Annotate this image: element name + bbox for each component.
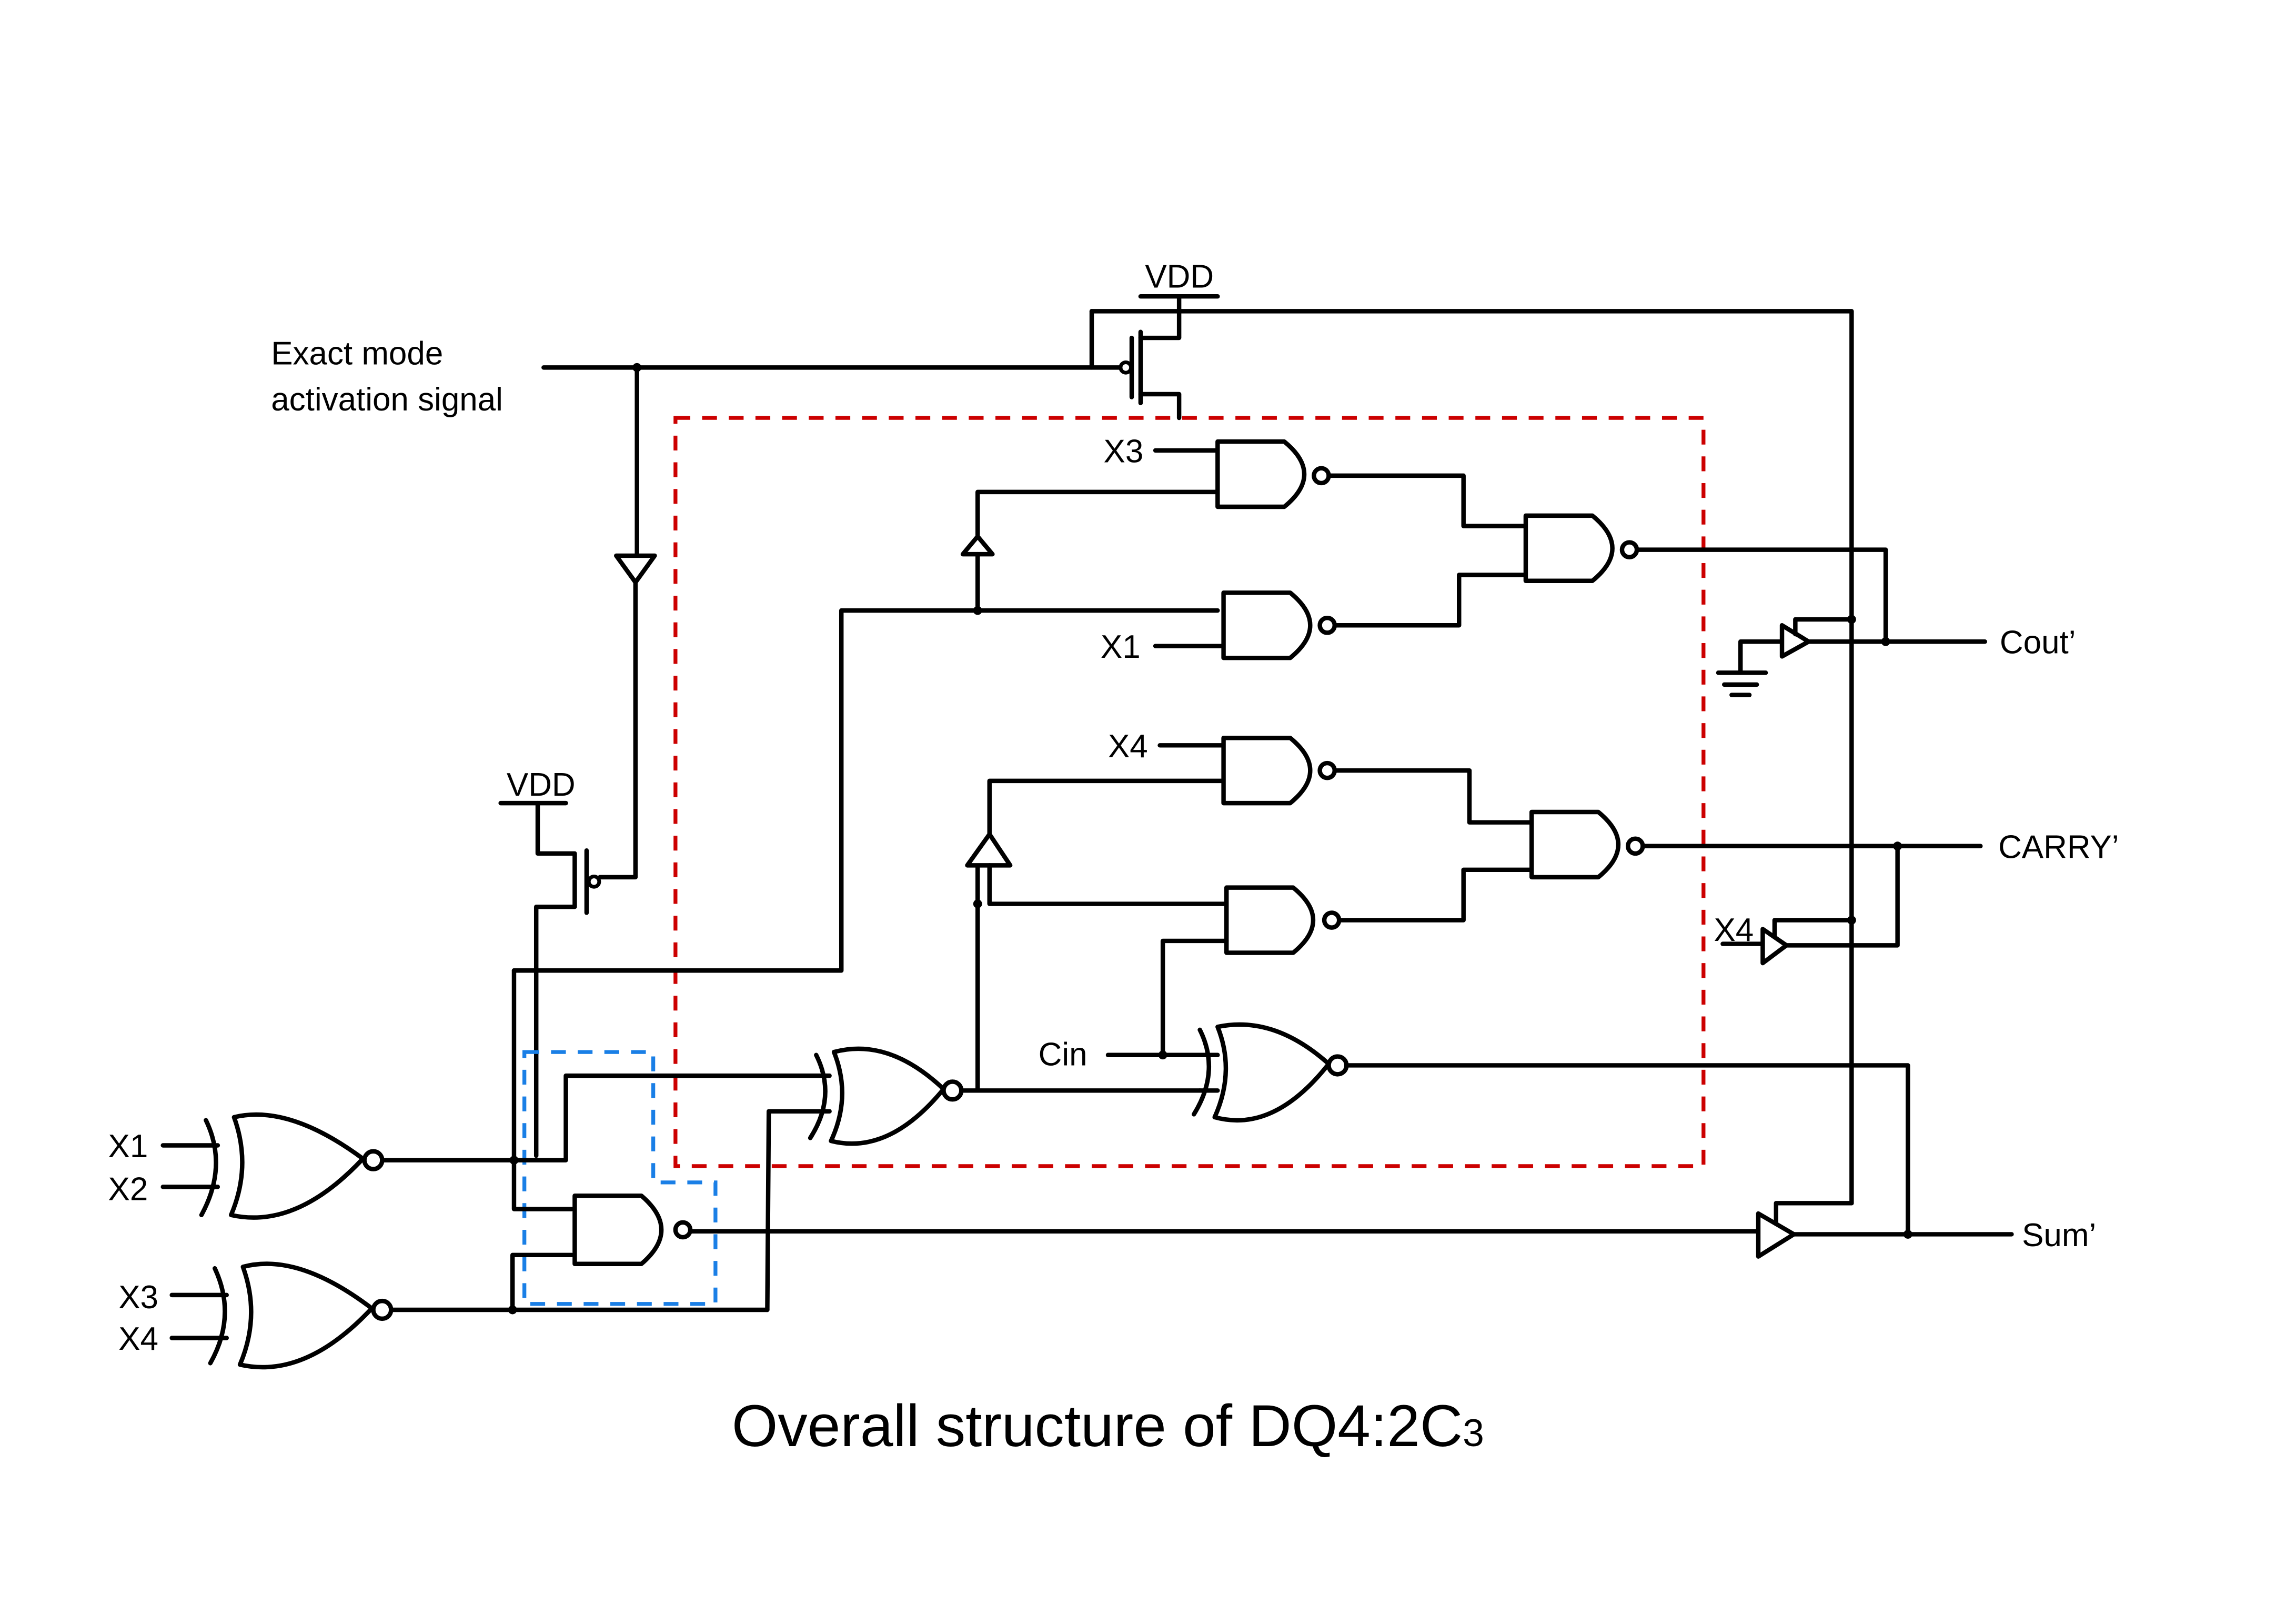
exact-mode-wire <box>541 363 1122 558</box>
tristate-buffer-carry <box>1720 841 1902 966</box>
pmos-transistor-top <box>1089 294 1854 1206</box>
routing-wires-left <box>508 608 1220 1315</box>
x4-tristate-label: X4 <box>1714 912 1754 948</box>
sum-output-label: Sum’ <box>2022 1217 2096 1254</box>
buffer-up-icon-2 <box>965 778 1229 906</box>
approx-region-box <box>522 1050 718 1306</box>
buffer-down-icon <box>598 553 657 880</box>
nand-gate-x1 <box>1153 573 1528 660</box>
xnor-gate-x3-x4 <box>169 1261 770 1370</box>
vdd-label-left: VDD <box>507 767 576 803</box>
x1-nand-label: X1 <box>1101 629 1141 665</box>
xnor-gate-cin <box>1105 1022 1910 1237</box>
xnor-gate-middle <box>808 864 1202 1146</box>
nand-gate-x4 <box>1157 736 1534 825</box>
diagram-title: Overall structure of DQ4:2C3 <box>732 1392 1484 1459</box>
exact-mode-label-1: Exact mode <box>271 336 443 372</box>
title-subscript: 3 <box>1463 1411 1484 1455</box>
x3-nand-label: X3 <box>1104 434 1144 470</box>
x2-input-label: X2 <box>108 1171 148 1208</box>
xnor-gate-x1-x2 <box>160 1112 515 1220</box>
nand-gate-approx <box>572 1193 1761 1266</box>
buffer-up-icon-1 <box>960 489 1220 615</box>
x3-input-label: X3 <box>118 1279 158 1316</box>
nand-gate-x3 <box>1153 439 1528 528</box>
carry-output-label: CARRY’ <box>1998 829 2119 865</box>
x4-input-label: X4 <box>118 1321 158 1357</box>
nand-gate-carry <box>1529 809 1983 880</box>
title-main: Overall structure of DQ4:2C <box>732 1392 1463 1459</box>
cin-label: Cin <box>1039 1036 1087 1072</box>
exact-mode-label-2: activation signal <box>271 382 503 418</box>
x1-input-label: X1 <box>108 1128 148 1165</box>
cout-output-label: Cout’ <box>2000 625 2076 661</box>
exact-region-box <box>673 416 1706 1168</box>
nand-gate-cin <box>1160 867 1534 1057</box>
vdd-label-top: VDD <box>1145 258 1214 295</box>
tristate-buffer-sum <box>1756 1201 2014 1259</box>
x4-nand-label: X4 <box>1108 728 1148 765</box>
tristate-buffer-cout <box>1716 615 1987 697</box>
pmos-transistor-left <box>498 800 601 1158</box>
nand-gate-cout <box>1523 513 1888 646</box>
